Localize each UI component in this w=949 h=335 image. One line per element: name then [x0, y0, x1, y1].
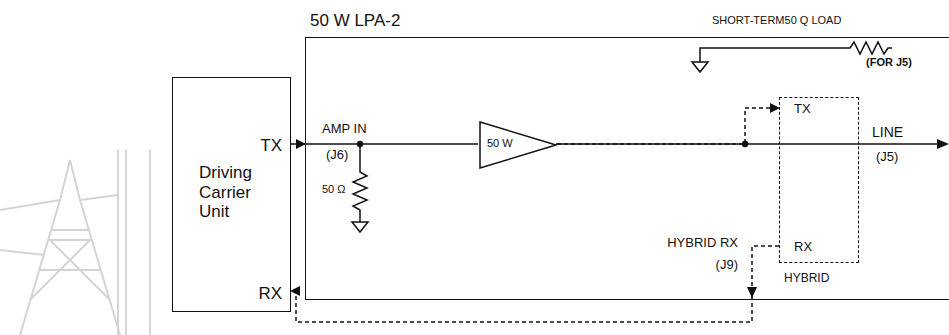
tower-watermark — [0, 150, 150, 335]
hybrid-box: TXRXHYBRID — [779, 97, 859, 263]
port-name: TX — [260, 136, 282, 156]
resistor-symbol — [353, 144, 367, 222]
dotted-signal-arrow — [557, 108, 779, 144]
connector-number: (J5) — [876, 150, 898, 165]
line-arrowhead — [937, 139, 949, 149]
carrier-unit-box: Driving Carrier Unit TX RX — [172, 77, 291, 312]
ground-symbol — [692, 62, 708, 72]
port-name: RX — [258, 284, 282, 304]
port-name: LINE — [872, 124, 903, 140]
amplifier-rating: 50 W — [487, 137, 513, 150]
housing-title: 50 W LPA-2 — [310, 11, 400, 31]
input-wire — [305, 143, 478, 145]
resistor-value: 50 Ω — [322, 183, 346, 196]
amplifier-housing: 50 W LPA-250 WTXRXHYBRID — [305, 37, 949, 300]
connector-number: (J6) — [326, 148, 348, 163]
ground-symbol — [352, 222, 368, 232]
load-note: (FOR J5) — [866, 56, 912, 69]
dotted-signal-arrow — [291, 246, 779, 322]
port-name: RX — [794, 240, 812, 255]
signal-arrow — [291, 143, 305, 145]
port-name: TX — [794, 102, 811, 117]
port-name: AMP IN — [322, 122, 367, 137]
load-note: SHORT-TERM50 Q LOAD — [712, 14, 841, 27]
connector-number: (J9) — [716, 258, 738, 273]
port-name: HYBRID RX — [667, 236, 738, 251]
amplifier-triangle: 50 W — [479, 121, 557, 169]
unit-name: Driving Carrier Unit — [199, 163, 285, 222]
hybrid-title: HYBRID — [784, 272, 829, 286]
load-resistor-symbol — [700, 42, 892, 62]
